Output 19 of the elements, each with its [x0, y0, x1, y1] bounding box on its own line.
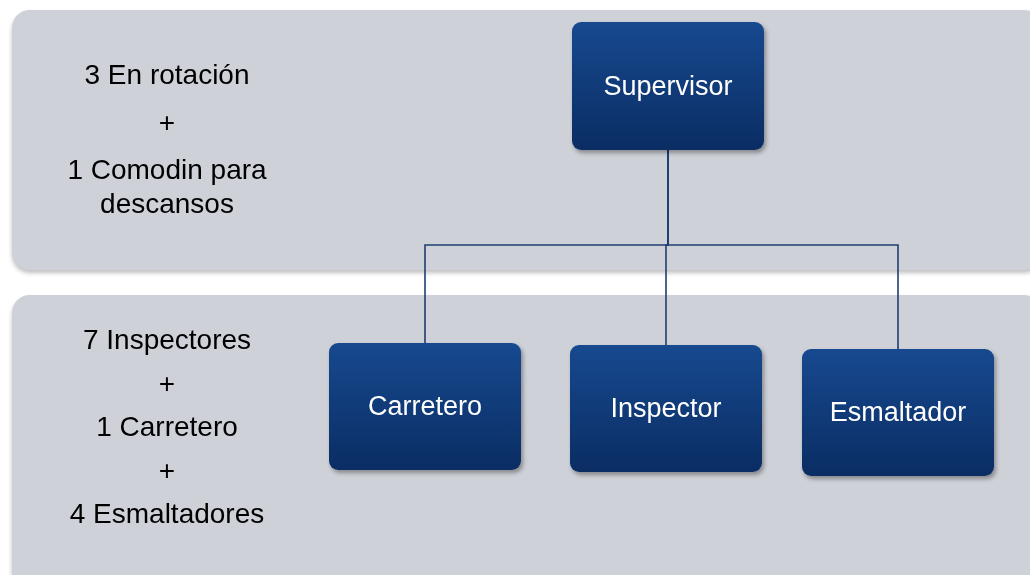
connector-line — [667, 149, 899, 350]
count-text: 1 Carretero — [96, 410, 238, 444]
count-text: + — [158, 366, 176, 401]
role-label: Inspector — [610, 393, 722, 424]
count-text: 4 Esmaltadores — [69, 497, 265, 531]
role-label: Supervisor — [603, 70, 733, 102]
count-text: 1 Comodin para descansos — [66, 153, 268, 221]
role-label: Esmaltador — [829, 397, 967, 428]
count-text: 7 Inspectores — [82, 323, 252, 357]
count-text: 3 En rotación — [84, 58, 250, 92]
group-panel — [12, 10, 1030, 270]
role-box — [572, 22, 764, 150]
role-box — [329, 343, 521, 470]
count-text: + — [158, 105, 176, 140]
role-box — [570, 345, 762, 472]
role-box — [802, 349, 994, 476]
count-text: + — [158, 453, 176, 488]
role-label: Carretero — [367, 391, 482, 422]
group-panel — [12, 295, 1030, 575]
